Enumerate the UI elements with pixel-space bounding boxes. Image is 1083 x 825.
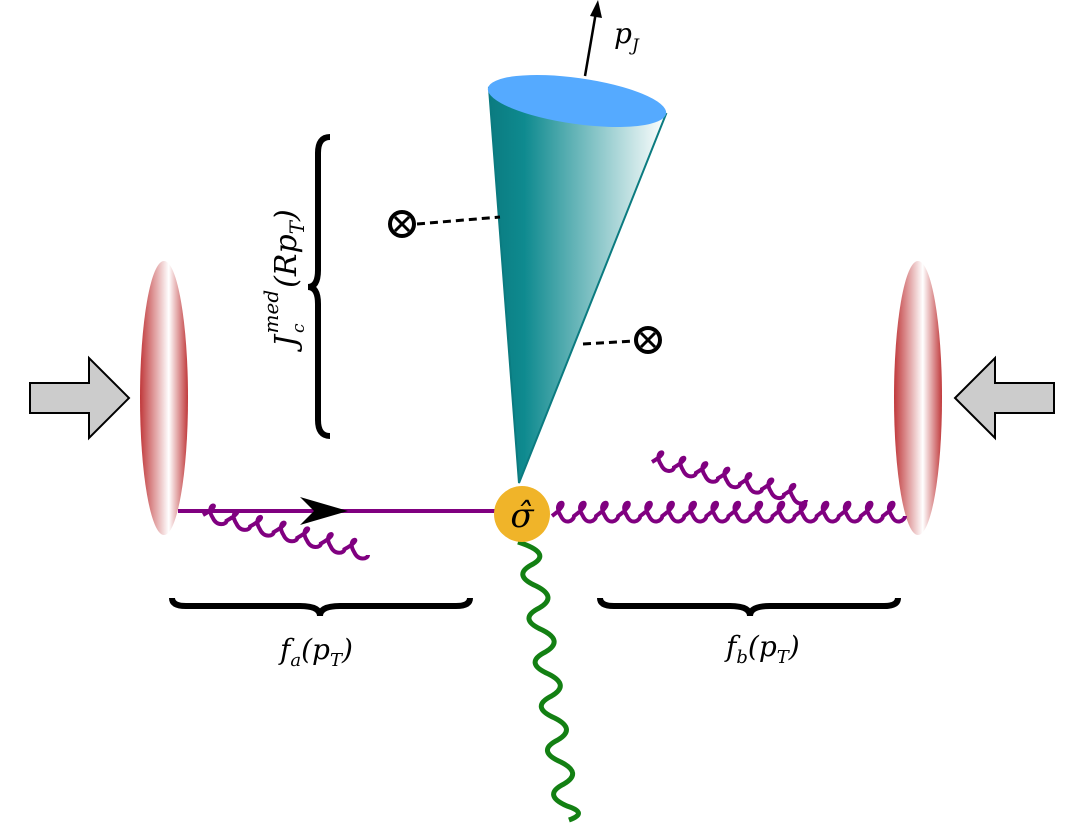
- quark-direction-arrow-icon: [300, 497, 348, 525]
- jet-momentum-arrowhead-icon: [590, 0, 602, 18]
- hard-vertex: [494, 486, 550, 542]
- gluon-coil: [202, 503, 370, 561]
- photon-line: [517, 539, 581, 823]
- gluon-right: [550, 500, 907, 524]
- right-beam-arrow-icon: [953, 355, 1055, 441]
- scattering-link-1: [416, 215, 501, 226]
- gluon-coil: [550, 500, 907, 524]
- left-beam-arrow-icon: [29, 355, 131, 441]
- jet-function-brace: [307, 134, 331, 439]
- gluon-coil: [650, 450, 808, 506]
- pdf-a-brace: [169, 597, 473, 617]
- gluon-left: [202, 503, 370, 561]
- pdf-b-label: fb(pT): [724, 630, 800, 668]
- circle-times-icon: [634, 326, 662, 354]
- jet-function-label: Jcmed(RpT): [259, 209, 309, 353]
- circle-times-icon: [388, 210, 416, 238]
- jet-momentum-label: pJ: [614, 17, 640, 56]
- jet-cone: [487, 86, 668, 484]
- pdf-a-label: fa(pT): [278, 633, 353, 671]
- jet-momentum-arrow: [583, 11, 598, 77]
- pdf-b-brace: [597, 597, 901, 617]
- right-nucleus: [894, 261, 942, 535]
- jet-cone-top: [487, 75, 667, 127]
- gluon-upper-right: [650, 450, 808, 506]
- hard-vertex-label: σ̂: [510, 496, 534, 536]
- left-nucleus: [140, 261, 188, 535]
- scattering-link-2: [582, 339, 635, 346]
